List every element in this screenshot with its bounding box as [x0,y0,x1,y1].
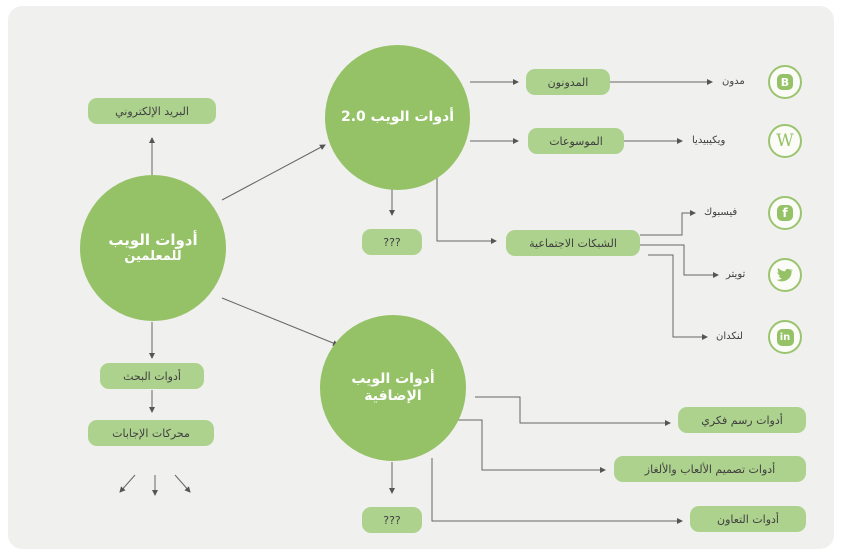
extra-node: أدوات الويب الإضافية [320,315,466,461]
blogger-label: مدون [722,76,745,87]
extra-line1: أدوات الويب [351,370,435,387]
arrow-center-web20 [221,144,326,201]
center-line2: للمعلمين [124,249,182,265]
web20-node: أدوات الويب 2.0 [325,45,470,190]
center-line1: أدوات الويب [108,230,198,249]
games-tools-node: أدوات تصميم الألعاب والألغاز [614,456,806,482]
twitter-icon [768,258,802,292]
mindmap-tools-node: أدوات رسم فكري [678,407,806,433]
collab-tools-node: أدوات التعاون [690,506,806,532]
arrow-social-facebook [640,210,696,236]
encyclopedias-node: الموسوعات [528,128,624,154]
arrow-center-extra [221,297,339,346]
extra-line2: الإضافية [364,388,422,404]
linkedin-label: لنكدان [716,331,743,342]
arrow-social-linkedin [648,254,708,340]
web20-unknown-node: ??? [362,229,422,255]
blogger-icon-glyph: B [777,74,793,90]
arrow-extra-collab [431,458,683,524]
linkedin-icon: in [768,320,802,354]
bloggers-node: المدونون [526,69,610,95]
answer-engines-node: محركات الإجابات [88,420,214,446]
arrow-engines-left [119,474,136,493]
search-tools-node: أدوات البحث [100,363,204,389]
web20-title: أدوات الويب 2.0 [340,108,455,125]
wikipedia-label: ويكيبيديا [692,135,726,146]
blogger-icon: B [768,65,802,99]
wikipedia-icon-glyph: W [776,131,794,151]
center-node: أدوات الويب للمعلمين [80,175,226,321]
facebook-icon-glyph: f [777,205,793,221]
twitter-bird-shape [776,268,793,282]
arrow-engines-right [174,474,191,493]
email-node: البريد الإلكتروني [88,98,216,124]
arrow-extra-games [458,419,606,473]
extra-unknown-node: ??? [362,507,422,533]
arrow-extra-mindmap [475,396,671,426]
arrow-social-twitter [640,244,719,278]
facebook-label: فيسبوك [704,207,738,218]
facebook-icon: f [768,196,802,230]
linkedin-icon-glyph: in [776,328,794,346]
social-networks-node: الشبكات الاجتماعية [506,230,640,256]
twitter-label: تويتر [726,269,746,280]
arrow-web20-social [436,172,497,244]
wikipedia-icon: W [768,124,802,158]
